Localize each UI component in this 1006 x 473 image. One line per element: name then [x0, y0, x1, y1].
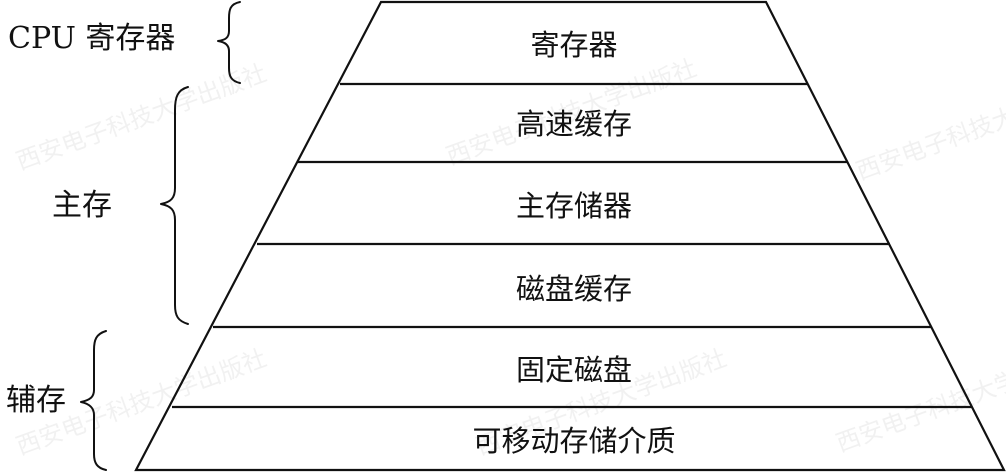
- pyramid-outline: [134, 0, 1006, 472]
- level-label-registers: 寄存器: [530, 28, 617, 62]
- watermark-layer: 西安电子科技大学出版社 西安电子科技大学出版社 西安电子科技大学出版社 西安电子…: [12, 54, 1006, 461]
- group-label-cpu-registers: CPU 寄存器: [8, 21, 175, 56]
- level-label-removable-media: 可移动存储介质: [472, 424, 675, 458]
- watermark-text: 西安电子科技大学出版社: [852, 69, 1006, 186]
- level-label-cache: 高速缓存: [516, 107, 632, 141]
- level-label-main-memory: 主存储器: [516, 189, 632, 223]
- group-label-auxiliary-storage: 辅存: [6, 383, 66, 418]
- level-label-fixed-disk: 固定磁盘: [516, 353, 632, 387]
- watermark-text: 西安电子科技大学出版社: [832, 341, 1006, 458]
- group-label-main-storage: 主存: [52, 188, 112, 223]
- auxiliary-storage-brace: [80, 330, 107, 471]
- main-storage-brace: [160, 86, 189, 325]
- cpu-register-brace: [217, 1, 241, 84]
- level-label-disk-cache: 磁盘缓存: [516, 272, 632, 306]
